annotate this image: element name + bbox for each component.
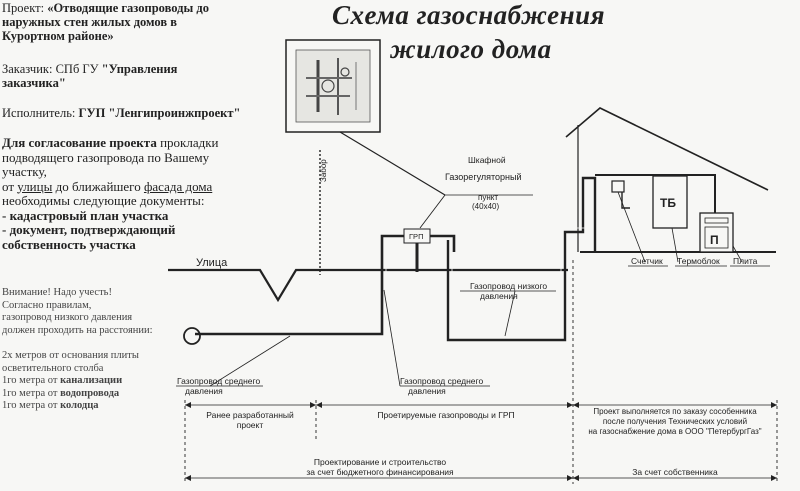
stage-owner-3: на газоснабжение дома в ООО "ПетербургГа… [588, 427, 761, 436]
meter-label: Счетчик [631, 256, 663, 266]
medium-left-label-2: давления [185, 386, 223, 396]
cabinet-label-2: Газорегуляторный [445, 172, 522, 182]
stage-designed: Проетируемые газопроводы и ГРП [377, 410, 514, 420]
approval-line4-a: от [2, 178, 15, 194]
contractor-label: Исполнитель: [2, 106, 76, 120]
medium-right-label-1: Газопровод среднего [400, 376, 483, 386]
stage-owner-2: после получения Технических условий [603, 417, 747, 426]
customer-label: Заказчик: СПб ГУ [2, 62, 99, 76]
cabinet-label-1: Шкафной [468, 155, 506, 165]
customer-name-line2: заказчика" [2, 76, 66, 90]
notice-line1: Внимание! Надо учесть! [2, 287, 112, 298]
medium-pressure-pipe [195, 234, 456, 336]
thermoblock-label: Термоблок [677, 256, 720, 266]
meter-box [611, 180, 625, 193]
thermoblock-symbol: ТБ [660, 196, 676, 210]
grp-label: ГРП [409, 232, 423, 241]
approval-line3: участку, [2, 164, 47, 179]
customer-block: Заказчик: СПб ГУ "Управления заказчика" [2, 62, 177, 90]
approval-street: улицы [17, 178, 53, 194]
distance-sewer: канализации [60, 375, 123, 386]
medium-left-label-1: Газопровод среднего [177, 376, 260, 386]
pipe-start-circle [183, 327, 201, 345]
distance-well-a: 1го метра от [2, 400, 58, 411]
stove-label: Плита [733, 256, 758, 266]
distance-well: колодца [60, 400, 99, 411]
page-title: Схема газоснабжения [332, 0, 606, 30]
ground-line [168, 268, 568, 303]
distance-water-a: 1го метра от [2, 387, 58, 399]
approval-line2: подводящего газопровода по Вашему [2, 149, 210, 165]
project-name-line3: Курортном районе» [2, 29, 114, 43]
house-roof [565, 107, 769, 191]
stove-box [699, 212, 734, 253]
approval-facade: фасада дома [143, 178, 213, 194]
distances-block: 2х метров от основания плиты осветительн… [2, 350, 139, 413]
funding-budget-1: Проектирование и строительство [314, 457, 447, 467]
funding-owner: За счет собственника [632, 467, 718, 477]
project-name-line2: наружных стен жилых домов в [2, 15, 177, 29]
distance-lamp-line2: осветительного столба [2, 362, 104, 374]
contractor-name: ГУП "Ленгипроинжпроект" [78, 106, 241, 120]
approval-block: Для согласование проекта прокладки подво… [2, 135, 219, 252]
project-name: «Отводящие газопроводы до [47, 1, 209, 15]
notice-line2: Согласно правилам, [2, 299, 92, 311]
contractor-block: Исполнитель: ГУП "Ленгипроинжпроект" [2, 106, 240, 120]
cabinet-label-3: пункт [478, 193, 498, 202]
stage-previous-1: Ранее разработанный [206, 410, 294, 420]
project-label: Проект: [2, 1, 45, 15]
cabinet-photo [295, 49, 371, 123]
distance-lamp: 2х метров от основания плиты [2, 350, 139, 361]
document-item-ownership-line2: собственность участка [2, 236, 136, 252]
notice-block: Внимание! Надо учесть! Согласно правилам… [2, 287, 153, 337]
low-pressure-label-2: давления [480, 291, 518, 301]
low-pressure-pipe [446, 176, 597, 342]
low-pressure-label-1: Газопровод низкого [470, 281, 547, 291]
street-label: Улица [196, 257, 228, 269]
cabinet-label-4: (40x40) [472, 202, 499, 211]
medium-right-label-2: давления [408, 386, 446, 396]
document-item-cadastral: - кадастровый план участка [2, 207, 169, 223]
page-title-line2: жилого дома [390, 34, 552, 64]
approval-line5: необходимы следующие документы: [2, 193, 205, 208]
house-internal-pipe [595, 174, 716, 215]
approval-line4-c: до ближайшего [55, 178, 141, 194]
distance-water: водопровода [60, 387, 120, 399]
funding-budget-2: за счет бюджетного финансирования [306, 467, 454, 477]
approval-heading: Для согласование проекта [2, 135, 157, 150]
fence-label: Забор [319, 159, 328, 182]
approval-line1: прокладки [160, 135, 219, 150]
notice-line3: газопровод низкого давления [2, 312, 133, 323]
project-block: Проект: «Отводящие газопроводы до наружн… [2, 1, 209, 43]
document-item-ownership: - документ, подтверждающий [2, 222, 176, 237]
customer-name: "Управления [101, 62, 178, 76]
distance-sewer-a: 1го метра от [2, 375, 58, 386]
notice-line4: должен проходить на расстоянии: [2, 324, 153, 336]
stove-symbol: П [710, 233, 719, 247]
thermoblock-box [652, 175, 688, 229]
stage-owner-1: Проект выполняется по заказу сособенника [593, 407, 757, 416]
stage-previous-2: проект [237, 420, 264, 430]
cabinet-photo-frame [285, 39, 381, 133]
